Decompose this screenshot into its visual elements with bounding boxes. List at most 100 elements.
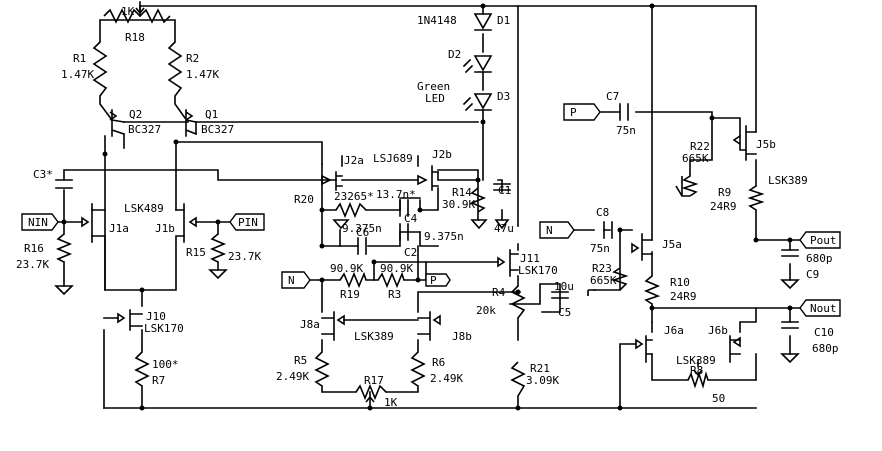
jfet-j6b	[729, 335, 741, 363]
jfet-j6a	[635, 335, 653, 363]
component-labels: 1K R18 R1 1.47K R2 1.47K Q2 BC327 Q1 BC3…	[16, 5, 839, 409]
label-r3-val: 90.9K	[380, 262, 413, 275]
label-c3: C3*	[33, 168, 53, 181]
label-j6b: J6b	[708, 324, 728, 337]
label-r16: R16	[24, 242, 44, 255]
label-c9-val: 680p	[806, 252, 833, 265]
label-j11-part: LSK170	[518, 264, 558, 277]
label-r14-val: 30.9K	[442, 198, 475, 211]
label-j5-part: LSK389	[768, 174, 808, 187]
ground-symbols	[54, 176, 800, 364]
resistor-r20	[335, 201, 367, 219]
port-p-mid	[425, 273, 451, 287]
label-r9: R9	[718, 186, 731, 199]
label-r15-val: 23.7K	[228, 250, 261, 263]
label-j8b: J8b	[452, 330, 472, 343]
capacitor-c7	[619, 103, 629, 121]
capacitor-c3	[55, 179, 73, 189]
label-r2-val: 1.47K	[186, 68, 219, 81]
resistor-r21	[510, 361, 526, 397]
label-j11: J11	[520, 252, 540, 265]
label-j1b: J1b	[155, 222, 175, 235]
resistor-r7	[134, 351, 150, 387]
label-c8: C8	[596, 206, 609, 219]
label-c6-val: 9.375n	[342, 222, 382, 235]
resistor-r10	[643, 275, 661, 305]
jfet-j2b	[417, 165, 439, 191]
jfet-j8a	[321, 311, 345, 341]
label-r22-val: 665K	[682, 152, 709, 165]
label-j6a: J6a	[664, 324, 684, 337]
label-r5: R5	[294, 354, 307, 367]
label-c4: C4	[404, 212, 418, 225]
jfet-j1a	[81, 203, 93, 243]
resistor-r15	[209, 233, 227, 263]
label-r17: R17	[364, 374, 384, 387]
label-r10-val: 24R9	[670, 290, 697, 303]
label-d1-part: 1N4148	[417, 14, 457, 27]
label-p-in: P	[570, 106, 577, 119]
label-c6: C6	[356, 226, 369, 239]
label-j8-part: LSK389	[354, 330, 394, 343]
label-c1: C1	[498, 184, 511, 197]
label-r20: R20	[294, 193, 314, 206]
label-r6: R6	[432, 356, 445, 369]
label-c5: C5	[558, 306, 571, 319]
label-r18: R18	[125, 31, 145, 44]
label-led-line2: LED	[425, 92, 445, 105]
port-nin	[21, 213, 59, 231]
label-c10: C10	[814, 326, 834, 339]
capacitor-c9	[781, 249, 799, 257]
label-d1: D1	[497, 14, 510, 27]
label-r7: R7	[152, 374, 165, 387]
label-c2-val: 9.375n	[424, 230, 464, 243]
resistor-r14	[469, 187, 487, 213]
label-j2b: J2b	[432, 148, 452, 161]
jfet-j11	[497, 249, 519, 277]
label-r17-val: 1K	[384, 396, 398, 409]
led-d2	[462, 55, 493, 74]
label-r21: R21	[530, 362, 550, 375]
label-p-mid: P	[430, 274, 437, 287]
port-n-left	[281, 271, 311, 289]
label-r4-val: 20k	[476, 304, 496, 317]
label-r22: R22	[690, 140, 710, 153]
resistor-r16	[55, 233, 73, 263]
label-j6-part: LSK389	[676, 354, 716, 367]
label-pout: Pout	[810, 234, 837, 247]
label-nout: Nout	[810, 302, 837, 315]
diode-d1	[473, 13, 493, 31]
resistor-r8	[687, 369, 709, 389]
label-j5a: J5a	[662, 238, 682, 251]
label-r10: R10	[670, 276, 690, 289]
port-pin	[229, 213, 265, 231]
label-d3: D3	[497, 90, 510, 103]
label-r19: R19	[340, 288, 360, 301]
label-r21-val: 3.09K	[526, 374, 559, 387]
jfet-j2a	[321, 171, 343, 191]
label-r5-val: 2.49K	[276, 370, 309, 383]
jfet-j5b	[732, 125, 757, 161]
label-r15: R15	[186, 246, 206, 259]
label-r18-val: 1K	[121, 5, 135, 18]
label-r19-val: 90.9K	[330, 262, 363, 275]
label-nin: NIN	[28, 216, 48, 229]
label-c1-val: 47u	[494, 222, 514, 235]
label-j2-part: LSJ689	[373, 152, 413, 165]
resistor-r19	[339, 271, 367, 289]
label-c7-val: 75n	[616, 124, 636, 137]
label-c2: C2	[404, 246, 417, 259]
resistor-r5	[314, 351, 330, 387]
label-r7-val: 100*	[152, 358, 179, 371]
label-q2-part: BC327	[128, 123, 161, 136]
label-j1a: J1a	[109, 222, 129, 235]
resistor-r22	[681, 175, 699, 197]
label-c7: C7	[606, 90, 619, 103]
label-r2: R2	[186, 52, 199, 65]
label-j10-part: LSK170	[144, 322, 184, 335]
resistor-r18	[103, 1, 171, 24]
label-r4: R4	[492, 286, 506, 299]
resistor-r2	[167, 41, 183, 97]
label-r6-val: 2.49K	[430, 372, 463, 385]
label-q2: Q2	[129, 108, 142, 121]
